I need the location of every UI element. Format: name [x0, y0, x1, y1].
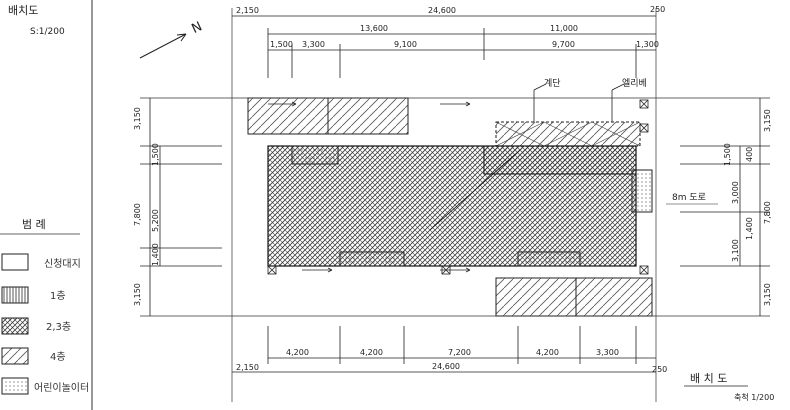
- main-building-right-extension: [483, 145, 637, 175]
- dim-right-small-1: 400: [745, 147, 754, 162]
- svg-text:N: N: [189, 19, 204, 37]
- annotation-elevator: 엘리베: [622, 78, 647, 89]
- legend-label-23f: 2,3층: [46, 321, 71, 333]
- upper-left-arrows: [268, 101, 471, 107]
- dim-top-split-left: 13,600: [360, 24, 388, 33]
- dim-top-total: 24,600: [428, 6, 456, 15]
- legend-label-4f: 4층: [50, 351, 66, 363]
- legend-swatch-23f: [1, 317, 29, 335]
- dim-left-3: 5,200: [151, 209, 160, 232]
- dim-top-right-offset: 250: [650, 5, 665, 14]
- legend-swatch-playground: [1, 377, 29, 395]
- sheet-title-bottomright: 배 치 도: [690, 372, 727, 385]
- dim-bottom-2: 4,200: [360, 348, 383, 357]
- playground-bottom-left: [339, 251, 405, 267]
- dim-bottom-left-offset: 2,150: [236, 363, 259, 372]
- dim-left-small: 1,400: [151, 243, 160, 266]
- dim-bottom-right-offset: 250: [652, 365, 667, 374]
- road-label: 8m 도로: [672, 193, 706, 203]
- playground-right: [631, 169, 653, 213]
- lower-right-parking: [495, 277, 653, 317]
- dim-top-split-right: 11,000: [550, 24, 578, 33]
- dim-top-row-2: 3,300: [302, 40, 325, 49]
- dim-right-6: 3,150: [763, 283, 772, 306]
- dim-bottom-4: 4,200: [536, 348, 559, 357]
- legend-label-playground: 어린이놀이터: [34, 382, 89, 394]
- dim-bottom-5: 3,300: [596, 348, 619, 357]
- dim-right-1: 3,150: [763, 109, 772, 132]
- legend-heading: 범 례: [22, 218, 46, 231]
- dim-top-row-5: 1,300: [636, 40, 659, 49]
- dim-top-row-4: 9,700: [552, 40, 575, 49]
- dim-left-2: 1,500: [151, 143, 160, 166]
- sheet-title-topleft: 배치도: [8, 4, 38, 17]
- dim-left-5: 3,150: [133, 283, 142, 306]
- legend: 범 례 신청대지 1층 2,3층 4층 어린이놀이터: [0, 218, 89, 395]
- dim-bottom-1: 4,200: [286, 348, 309, 357]
- dim-top-left-offset: 2,150: [236, 6, 259, 15]
- dim-right-4: 7,800: [763, 201, 772, 224]
- dim-top-row-3: 9,100: [394, 40, 417, 49]
- legend-swatch-site: [1, 253, 29, 271]
- annotation-stair: 계단: [544, 77, 561, 89]
- dim-bottom-3: 7,200: [448, 348, 471, 357]
- legend-swatch-1f: [1, 286, 29, 304]
- legend-swatch-4f: [1, 347, 29, 365]
- dim-right-2: 1,500: [723, 143, 732, 166]
- legend-label-1f: 1층: [50, 290, 66, 302]
- playground-top-left: [291, 145, 339, 165]
- legend-label-site: 신청대지: [44, 258, 81, 270]
- top-dimensions: [232, 15, 656, 78]
- dim-bottom-total: 24,600: [432, 362, 460, 371]
- left-dimensions: [140, 98, 222, 316]
- north-arrow-icon: N: [139, 19, 205, 59]
- playground-bottom-right: [517, 251, 581, 267]
- dim-right-3: 3,000: [731, 181, 740, 204]
- sheet-scale-bottomright: 축척 1/200: [734, 393, 774, 402]
- right-dimensions: [680, 98, 770, 316]
- dim-left-1: 3,150: [133, 107, 142, 130]
- dim-right-small-2: 1,400: [745, 217, 754, 240]
- dim-top-row-1: 1,500: [270, 40, 293, 49]
- dim-right-5: 3,100: [731, 239, 740, 262]
- lower-arrows: [302, 267, 471, 273]
- dim-left-4: 7,800: [133, 203, 142, 226]
- bottom-dimensions: [232, 326, 656, 373]
- sheet-scale-topleft: S:1/200: [30, 27, 65, 37]
